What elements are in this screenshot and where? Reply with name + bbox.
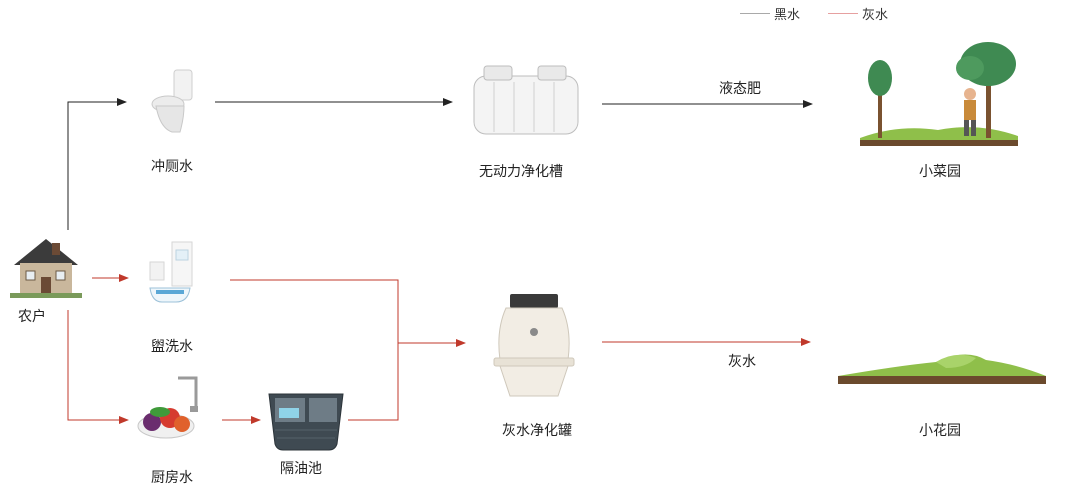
greywater-tank-label: 灰水净化罐 xyxy=(502,423,572,439)
washroom-icon xyxy=(149,241,193,303)
vegetable-garden-label: 小菜园 xyxy=(919,164,961,180)
kitchen-water-label: 厨房水 xyxy=(151,470,193,486)
line-house-to-kitchen xyxy=(67,310,129,424)
line-house-to-toilet xyxy=(67,98,127,230)
flower-garden-icon xyxy=(838,354,1046,384)
line-wash-to-merge xyxy=(230,279,399,421)
legend-grey-label: 灰水 xyxy=(862,8,889,23)
kitchen-icon xyxy=(137,376,198,439)
toilet-icon xyxy=(151,69,193,133)
grease-trap-label: 隔油池 xyxy=(280,461,322,477)
vegetable-garden-icon xyxy=(860,42,1018,146)
septic-tank-label: 无动力净化槽 xyxy=(479,164,563,180)
greywater-tank-icon xyxy=(493,294,575,397)
liquid-fertilizer-label: 液态肥 xyxy=(719,81,761,97)
legend-grey-water: 灰水 xyxy=(828,4,888,23)
septic-tank-icon xyxy=(473,65,579,135)
legend-black-water: 黑水 xyxy=(740,4,800,23)
farmhouse-icon xyxy=(10,239,82,298)
grease-trap-icon xyxy=(268,393,344,451)
legend-grey-swatch xyxy=(828,13,858,14)
legend-black-label: 黑水 xyxy=(774,8,801,23)
legend-black-swatch xyxy=(740,13,770,14)
grey-water-edge-label: 灰水 xyxy=(728,354,756,370)
flower-garden-label: 小花园 xyxy=(919,423,961,439)
wash-water-label: 盥洗水 xyxy=(151,339,193,355)
farmhouse-label: 农户 xyxy=(18,309,46,325)
toilet-water-label: 冲厕水 xyxy=(151,159,193,175)
